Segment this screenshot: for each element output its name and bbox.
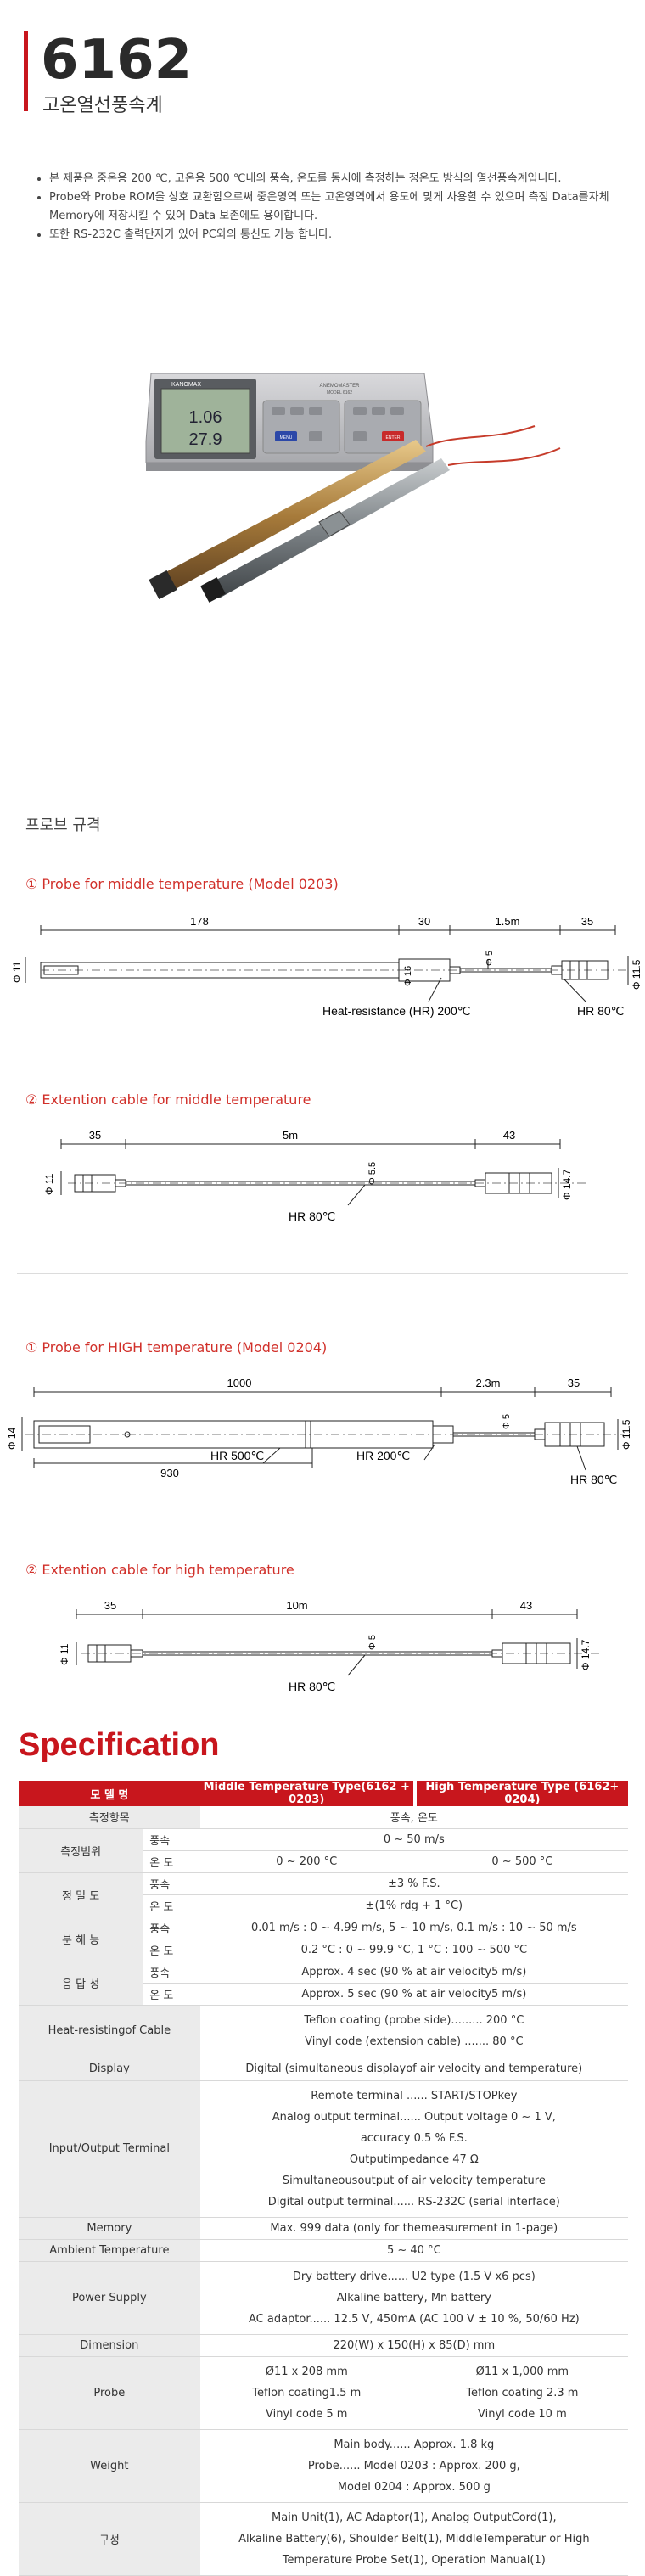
table-row: Probe Ø11 x 208 mm Teflon coating1.5 m V… — [19, 2356, 628, 2430]
probe-spec-heading: 프로브 규격 — [25, 817, 101, 834]
diagram3-probe-high: 1000 2.3m 35 Φ 14 Φ 5 Φ 11.5 930 HR 500℃… — [6, 1377, 632, 1486]
dim-2-3m: 2.3m — [476, 1377, 501, 1389]
table-row: 정 밀 도 풍속 ±3 % F.S. — [19, 1872, 628, 1917]
label-hr-80: HR 80℃ — [577, 1004, 624, 1018]
table-row: 온 도 Approx. 5 sec (90 % at air velocity5… — [19, 1983, 628, 2006]
diagram1-probe-middle: 178 30 1.5m 35 Φ 11 Φ 16 Φ 5 Φ 11.5 Heat… — [11, 915, 642, 1018]
dim-930: 930 — [160, 1467, 179, 1479]
table-row: Input/Output Terminal Remote terminal ..… — [19, 2080, 628, 2218]
table-row: Dimension 220(W) x 150(H) x 85(D) mm — [19, 2334, 628, 2357]
brand-label: KANOMAX — [171, 382, 201, 388]
dim-phi-5-5: Φ 5.5 — [367, 1162, 378, 1185]
label-hr-200: Heat-resistance (HR) 200℃ — [322, 1004, 470, 1018]
enter-button[interactable] — [382, 431, 404, 441]
menu-button[interactable] — [275, 431, 297, 441]
dim-10m: 10m — [286, 1599, 307, 1612]
label-hr-500: HR 500℃ — [210, 1449, 264, 1462]
diagram3-caption: ① Probe for HIGH temperature (Model 0204… — [25, 1339, 328, 1355]
intro-item: 본 제품은 중온용 200 ℃, 고온용 500 ℃내의 풍속, 온도를 동시에… — [49, 170, 621, 188]
label-hr-200: HR 200℃ — [356, 1449, 410, 1462]
dim-phi-11: Φ 11 — [59, 1643, 70, 1665]
spec-head-mid: Middle Temperature Type(6162 + 0203) — [199, 1781, 413, 1806]
label-hr-80: HR 80℃ — [289, 1680, 335, 1693]
spec-title: Specification — [19, 1727, 220, 1763]
table-row: 온 도 0.2 °C : 0 ~ 99.9 °C, 1 °C : 100 ~ 5… — [19, 1939, 628, 1961]
table-row: Power Supply Dry battery drive...... U2 … — [19, 2261, 628, 2335]
table-row: 측정범위 풍속 0 ~ 50 m/s — [19, 1828, 628, 1873]
table-row: 분 해 능 풍속 0.01 m/s : 0 ~ 4.99 m/s, 5 ~ 10… — [19, 1917, 628, 1961]
lcd-line-1: 1.06 — [189, 408, 222, 427]
table-row: Heat-resistingof Cable Teflon coating (p… — [19, 2005, 628, 2057]
spec-header-row: 모 델 명 Middle Temperature Type(6162 + 020… — [19, 1781, 628, 1806]
menu-button-label: MENU — [280, 435, 293, 441]
dim-phi-5: Φ 5 — [367, 1635, 378, 1650]
dim-phi-11-5: Φ 11.5 — [620, 1419, 632, 1450]
dim-178: 178 — [190, 915, 209, 928]
dim-phi-11-5: Φ 11.5 — [631, 959, 642, 990]
table-row: Ambient Temperature 5 ~ 40 °C — [19, 2239, 628, 2262]
diagram4-cable-high: 35 10m 43 Φ 11 Φ 5 Φ 14.7 HR 80℃ — [59, 1599, 603, 1693]
table-row: Display Digital (simultaneous displayof … — [19, 2057, 628, 2081]
table-row: 응 답 성 풍속 Approx. 4 sec (90 % at air velo… — [19, 1961, 628, 2006]
spec-head-high: High Temperature Type (6162+ 0204) — [416, 1781, 628, 1806]
table-row: Memory Max. 999 data (only for themeasur… — [19, 2217, 628, 2240]
dim-phi-14-7: Φ 14.7 — [561, 1169, 573, 1200]
dim-30: 30 — [418, 915, 430, 928]
dim-35: 35 — [568, 1377, 580, 1389]
dim-phi-16: Φ 16 — [403, 966, 413, 986]
dim-phi-14-7: Φ 14.7 — [580, 1639, 592, 1670]
device-illustration: 1.06 27.9 KANOMAX ANEMOMASTER MODEL 6162… — [145, 373, 561, 603]
spec-head-name: 모 델 명 — [19, 1781, 200, 1806]
dim-35: 35 — [89, 1129, 101, 1142]
intro-item: Probe와 Probe ROM을 상호 교환함으로써 중온영역 또는 고온영역… — [49, 188, 621, 226]
dim-5m: 5m — [283, 1129, 298, 1142]
dim-43: 43 — [503, 1129, 515, 1142]
table-row: 측정항목 풍속, 온도 — [19, 1806, 628, 1829]
device-photo: 1.06 27.9 KANOMAX ANEMOMASTER MODEL 6162… — [136, 340, 577, 603]
panel-label: ANEMOMASTER — [319, 384, 360, 389]
diagram2-cable-middle: 35 5m 43 Φ 11 Φ 5.5 Φ 14.7 HR 80℃ — [43, 1129, 586, 1223]
dim-phi-5: Φ 5 — [485, 951, 495, 966]
dim-1000: 1000 — [227, 1377, 252, 1389]
lcd-line-2: 27.9 — [189, 430, 222, 449]
panel-model-label: MODEL 6162 — [327, 390, 352, 396]
model-number: 6162 — [41, 29, 193, 92]
dim-1-5m: 1.5m — [496, 915, 520, 928]
label-hr-80: HR 80℃ — [570, 1473, 617, 1486]
diagram1-caption: ① Probe for middle temperature (Model 02… — [25, 876, 339, 892]
table-row: 온 도 ±(1% rdg + 1 °C) — [19, 1894, 628, 1917]
intro-item: 또한 RS-232C 출력단자가 있어 PC와의 통신도 가능 합니다. — [49, 226, 621, 244]
header-accent-bar — [24, 31, 28, 111]
dim-phi-5: Φ 5 — [502, 1414, 512, 1429]
dim-phi-11: Φ 11 — [11, 961, 23, 983]
product-subtitle: 고온열선풍속계 — [42, 95, 163, 116]
table-row: 구성 Main Unit(1), AC Adaptor(1), Analog O… — [19, 2502, 628, 2576]
dim-43: 43 — [520, 1599, 532, 1612]
table-row: Weight Main body...... Approx. 1.8 kg Pr… — [19, 2429, 628, 2503]
label-hr-80: HR 80℃ — [289, 1209, 335, 1223]
diagram4-caption: ② Extention cable for high temperature — [25, 1562, 294, 1578]
dim-35: 35 — [581, 915, 593, 928]
enter-button-label: ENTER — [386, 435, 401, 441]
intro-text: 본 제품은 중온용 200 ℃, 고온용 500 ℃내의 풍속, 온도를 동시에… — [36, 170, 621, 244]
spec-table: 모 델 명 Middle Temperature Type(6162 + 020… — [19, 1781, 628, 2576]
dim-phi-14: Φ 14 — [6, 1427, 18, 1450]
dim-35: 35 — [104, 1599, 116, 1612]
table-row: 온 도 0 ~ 200 °C 0 ~ 500 °C — [19, 1850, 628, 1873]
diagram2-caption: ② Extention cable for middle temperature — [25, 1092, 311, 1108]
section-divider — [17, 1273, 628, 1274]
dim-phi-11: Φ 11 — [43, 1173, 55, 1195]
page-header: 6162 고온열선풍속계 — [24, 29, 278, 122]
